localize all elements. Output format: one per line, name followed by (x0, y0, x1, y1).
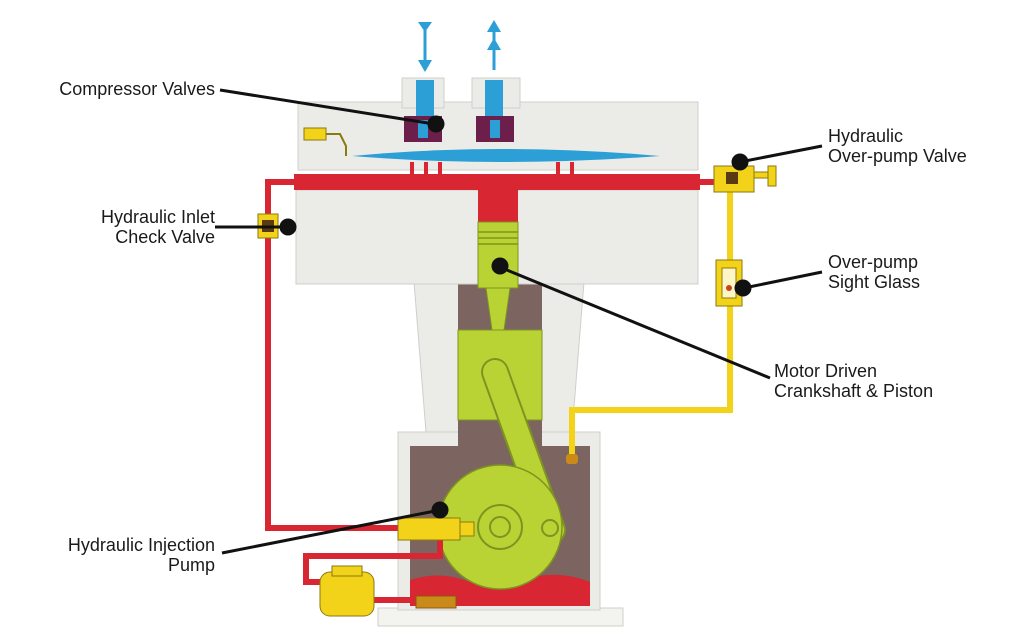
label-line: Crankshaft & Piston (774, 381, 934, 401)
bleed-fitting (303, 127, 327, 141)
hydraulic-plate (294, 174, 700, 190)
label-line: Hydraulic Inlet (100, 207, 215, 227)
leader-crankshaft-piston (501, 266, 771, 380)
label-overpump-sight-glass: Over-pump Sight Glass (828, 252, 1018, 292)
label-hydraulic-inlet-check-valve: Hydraulic Inlet Check Valve (10, 207, 215, 247)
label-line: Over-pump Valve (828, 146, 967, 166)
label-line: Compressor Valves (59, 79, 215, 99)
label-line: Pump (167, 555, 215, 575)
label-line: Check Valve (115, 227, 215, 247)
leader-injection-pump (221, 508, 441, 555)
oil-reservoir (319, 571, 375, 617)
gas-flow-lines (416, 20, 503, 120)
piston (477, 221, 519, 289)
label-hydraulic-overpump-valve: Hydraulic Over-pump Valve (828, 126, 1018, 166)
leader-sight-glass (743, 270, 823, 290)
label-hydraulic-injection-pump: Hydraulic Injection Pump (10, 535, 215, 575)
label-compressor-valves: Compressor Valves (10, 79, 215, 99)
label-line: Hydraulic (828, 126, 904, 146)
hydraulic-inlet-line (265, 179, 400, 531)
label-motor-driven-crankshaft-piston: Motor Driven Crankshaft & Piston (774, 361, 1014, 401)
label-line: Hydraulic Injection (67, 535, 215, 555)
label-line: Sight Glass (828, 272, 921, 292)
diaphragm (352, 149, 660, 162)
injection-pump-body (397, 517, 461, 541)
hydraulic-suction-line (303, 540, 443, 585)
label-line: Motor Driven (774, 361, 878, 381)
label-line: Over-pump (828, 252, 919, 272)
base-plate (377, 607, 624, 627)
hydraulic-neck (478, 190, 518, 224)
leader-compressor-valves (219, 88, 435, 126)
leader-overpump-valve (739, 144, 823, 164)
